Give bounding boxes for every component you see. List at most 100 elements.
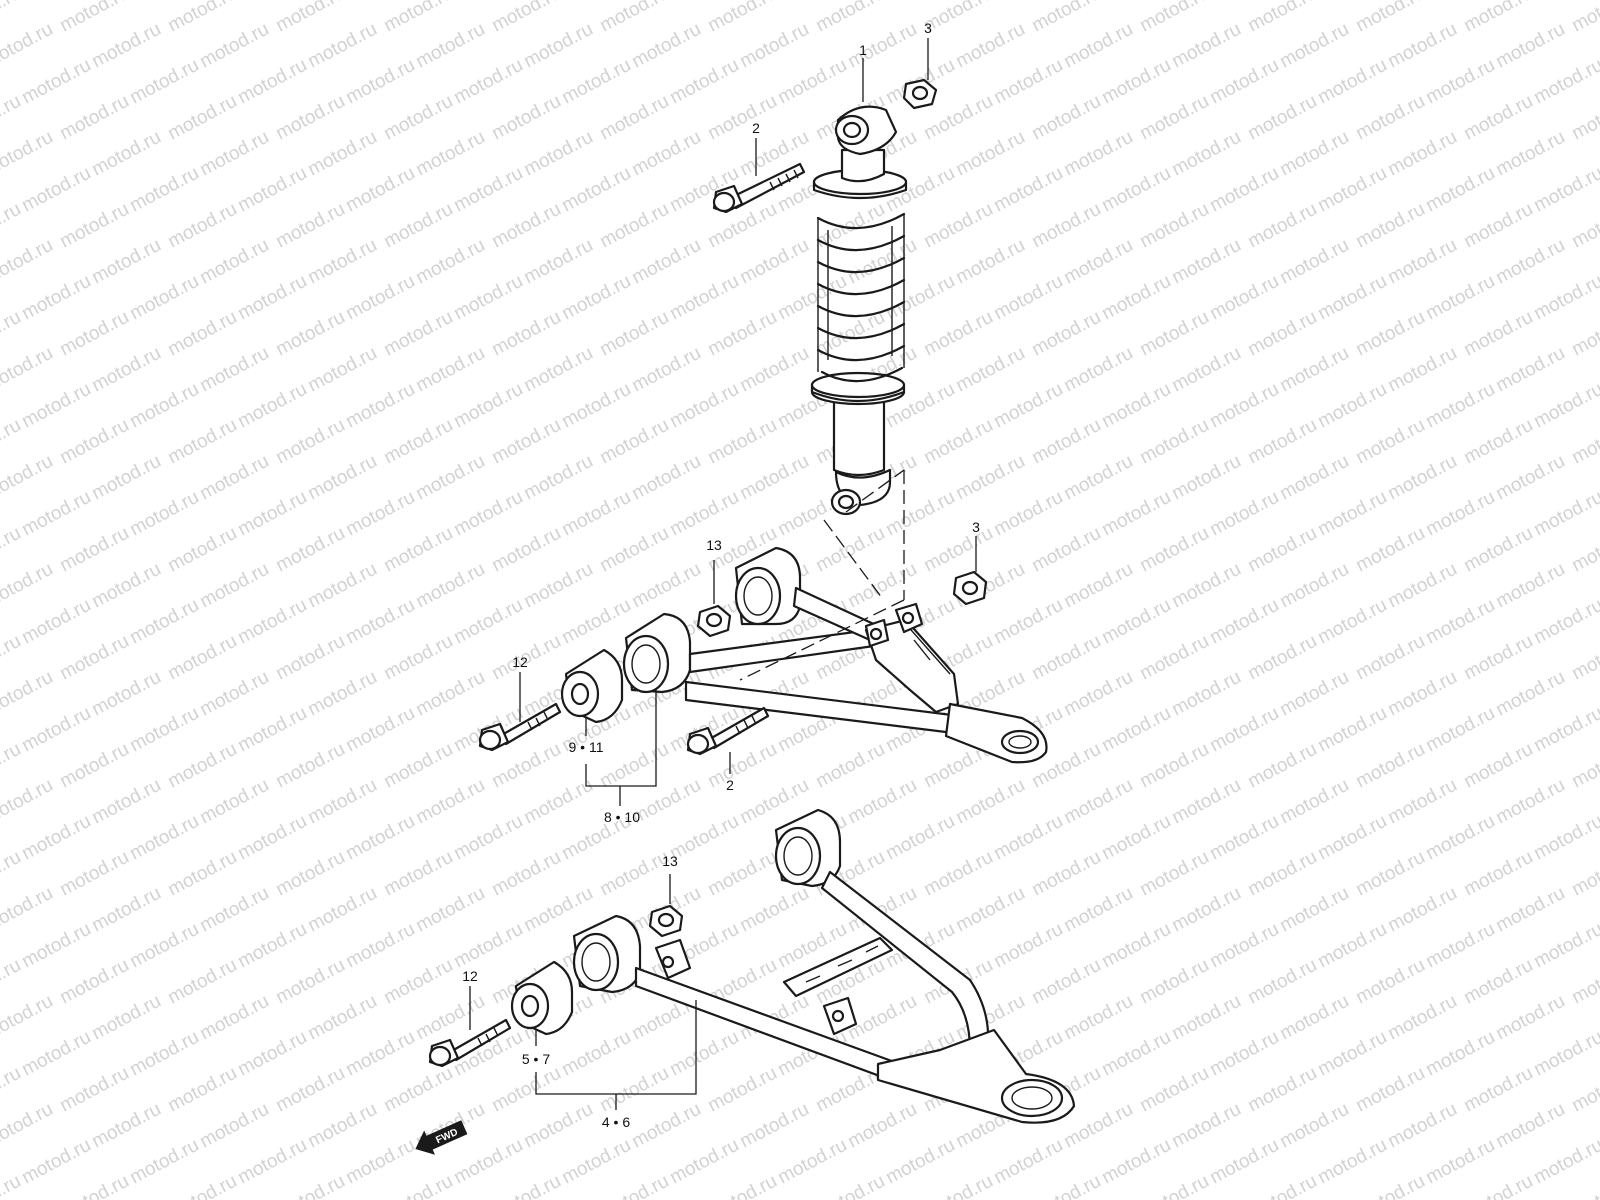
watermark-text: motod.ru xyxy=(0,775,57,829)
watermark-text: motod.ru xyxy=(88,775,164,829)
watermark-text: motod.ru xyxy=(0,235,57,289)
watermark-text: motod.ru xyxy=(56,739,132,793)
watermark-text: motod.ru xyxy=(1276,883,1352,937)
watermark-text: motod.ru xyxy=(164,523,240,577)
watermark-text: motod.ru xyxy=(1384,127,1460,181)
watermark-text: motod.ru xyxy=(0,0,25,36)
watermark-text: motod.ru xyxy=(1352,955,1428,1009)
callout-3-top: 3 xyxy=(924,20,932,36)
watermark-text: motod.ru xyxy=(1206,379,1282,433)
watermark-text: motod.ru xyxy=(342,919,418,973)
watermark-text: motod.ru xyxy=(704,1171,780,1200)
watermark-text: motod.ru xyxy=(18,487,94,541)
watermark-text: motod.ru xyxy=(196,235,272,289)
watermark-text: motod.ru xyxy=(88,343,164,397)
watermark-text: motod.ru xyxy=(272,739,348,793)
watermark-text: motod.ru xyxy=(56,631,132,685)
watermark-text: motod.ru xyxy=(1568,307,1600,361)
watermark-text: motod.ru xyxy=(164,0,240,36)
watermark-text: motod.ru xyxy=(1206,55,1282,109)
watermark-text: motod.ru xyxy=(272,1171,348,1200)
watermark-text: motod.ru xyxy=(1568,91,1600,145)
watermark-text: motod.ru xyxy=(272,1063,348,1117)
watermark-text: motod.ru xyxy=(126,1135,202,1189)
watermark-text: motod.ru xyxy=(0,739,25,793)
watermark-text: motod.ru xyxy=(0,1063,25,1117)
watermark-text: motod.ru xyxy=(18,1135,94,1189)
watermark-text: motod.ru xyxy=(126,703,202,757)
watermark-text: motod.ru xyxy=(272,847,348,901)
watermark-text: motod.ru xyxy=(1568,1063,1600,1117)
watermark-text: motod.ru xyxy=(450,811,526,865)
watermark-text: motod.ru xyxy=(272,91,348,145)
watermark-text: motod.ru xyxy=(1422,919,1498,973)
watermark-text: motod.ru xyxy=(1530,163,1600,217)
watermark-text: motod.ru xyxy=(1276,235,1352,289)
watermark-text: motod.ru xyxy=(1060,19,1136,73)
watermark-text: motod.ru xyxy=(234,487,310,541)
watermark-text: motod.ru xyxy=(520,883,596,937)
watermark-text: motod.ru xyxy=(1422,1027,1498,1081)
watermark-text: motod.ru xyxy=(342,379,418,433)
watermark-text: motod.ru xyxy=(412,235,488,289)
watermark-text: motod.ru xyxy=(164,631,240,685)
watermark-text: motod.ru xyxy=(1060,883,1136,937)
watermark-text: motod.ru xyxy=(234,163,310,217)
watermark-text: motod.ru xyxy=(126,595,202,649)
watermark-text: motod.ru xyxy=(1206,595,1282,649)
watermark-text: motod.ru xyxy=(412,883,488,937)
watermark-text: motod.ru xyxy=(812,739,888,793)
watermark-text: motod.ru xyxy=(450,379,526,433)
watermark-text: motod.ru xyxy=(1060,127,1136,181)
watermark-text: motod.ru xyxy=(920,523,996,577)
watermark-text: motod.ru xyxy=(952,775,1028,829)
watermark-text: motod.ru xyxy=(844,775,920,829)
watermark-text: motod.ru xyxy=(342,271,418,325)
watermark-text: motod.ru xyxy=(272,199,348,253)
watermark-text: motod.ru xyxy=(990,379,1066,433)
watermark-text: motod.ru xyxy=(558,379,634,433)
watermark-text: motod.ru xyxy=(1460,1063,1536,1117)
watermark-text: motod.ru xyxy=(1352,1063,1428,1117)
watermark-text: motod.ru xyxy=(0,451,57,505)
watermark-text: motod.ru xyxy=(1384,235,1460,289)
watermark-text: motod.ru xyxy=(1530,487,1600,541)
watermark-text: motod.ru xyxy=(1384,1099,1460,1153)
watermark-text: motod.ru xyxy=(596,1171,672,1200)
watermark-text: motod.ru xyxy=(704,847,780,901)
watermark-text: motod.ru xyxy=(1028,91,1104,145)
callout-4-6: 4 • 6 xyxy=(602,1114,630,1130)
watermark-text: motod.ru xyxy=(1136,1063,1212,1117)
watermark-text: motod.ru xyxy=(0,955,25,1009)
watermark-text: motod.ru xyxy=(488,1063,564,1117)
watermark-text: motod.ru xyxy=(1136,1171,1212,1200)
watermark-text: motod.ru xyxy=(272,631,348,685)
callout-13-lower: 13 xyxy=(662,853,678,869)
watermark-text: motod.ru xyxy=(1028,955,1104,1009)
watermark-text: motod.ru xyxy=(1422,487,1498,541)
watermark-text: motod.ru xyxy=(56,415,132,469)
watermark-text: motod.ru xyxy=(126,379,202,433)
watermark-text: motod.ru xyxy=(1028,199,1104,253)
watermark-text: motod.ru xyxy=(1460,199,1536,253)
watermark-text: motod.ru xyxy=(952,235,1028,289)
watermark-text: motod.ru xyxy=(920,1171,996,1200)
watermark-text: motod.ru xyxy=(164,199,240,253)
watermark-text: motod.ru xyxy=(1060,991,1136,1045)
watermark-text: motod.ru xyxy=(666,811,742,865)
watermark-text: motod.ru xyxy=(18,1027,94,1081)
watermark-text: motod.ru xyxy=(342,487,418,541)
lower-washer-13 xyxy=(648,904,684,938)
watermark-text: motod.ru xyxy=(488,523,564,577)
watermark-text: motod.ru xyxy=(304,235,380,289)
watermark-text: motod.ru xyxy=(412,667,488,721)
watermark-text: motod.ru xyxy=(628,127,704,181)
watermark-text: motod.ru xyxy=(1206,487,1282,541)
watermark-text: motod.ru xyxy=(488,847,564,901)
watermark-text: motod.ru xyxy=(234,271,310,325)
watermark-text: motod.ru xyxy=(234,703,310,757)
watermark-text: motod.ru xyxy=(736,343,812,397)
watermark-text: motod.ru xyxy=(0,19,57,73)
watermark-text: motod.ru xyxy=(1422,55,1498,109)
